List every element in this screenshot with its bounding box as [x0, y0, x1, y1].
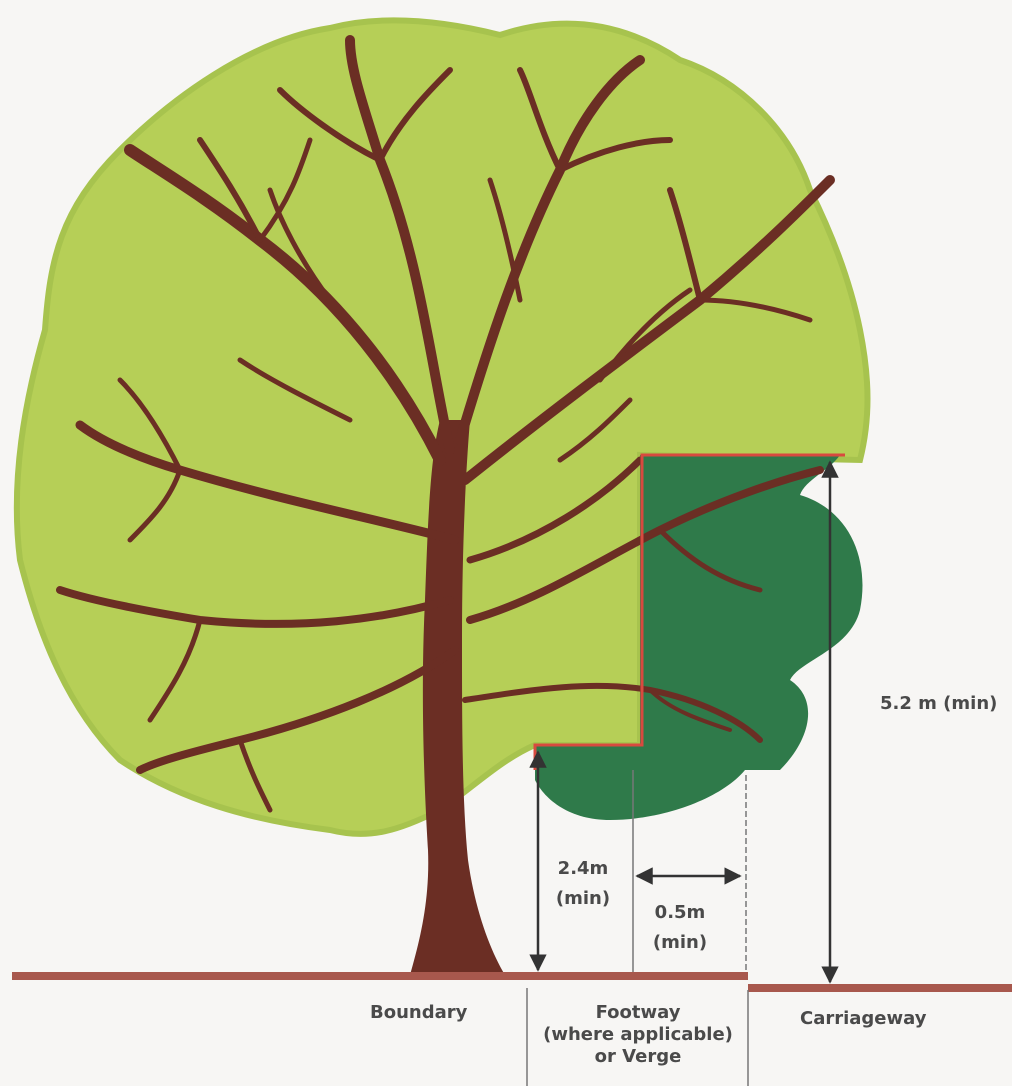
- footway-height-value: 2.4m: [548, 858, 618, 880]
- footway-label: Footway (where applicable) or Verge: [528, 1002, 748, 1068]
- offset-qualifier: (min): [645, 932, 715, 954]
- carriageway-label: Carriageway: [800, 1008, 926, 1030]
- footway-height-label: 2.4m (min): [548, 858, 618, 910]
- footway-label-line1: Footway: [528, 1002, 748, 1024]
- footway-label-line3: or Verge: [528, 1046, 748, 1068]
- offset-value: 0.5m: [645, 902, 715, 924]
- footway-height-qualifier: (min): [548, 888, 618, 910]
- canopy-lower-right: [535, 745, 745, 820]
- carriageway-height-label: 5.2 m (min): [880, 693, 997, 715]
- offset-label: 0.5m (min): [645, 902, 715, 954]
- boundary-label: Boundary: [370, 1002, 467, 1024]
- footway-label-line2: (where applicable): [528, 1024, 748, 1046]
